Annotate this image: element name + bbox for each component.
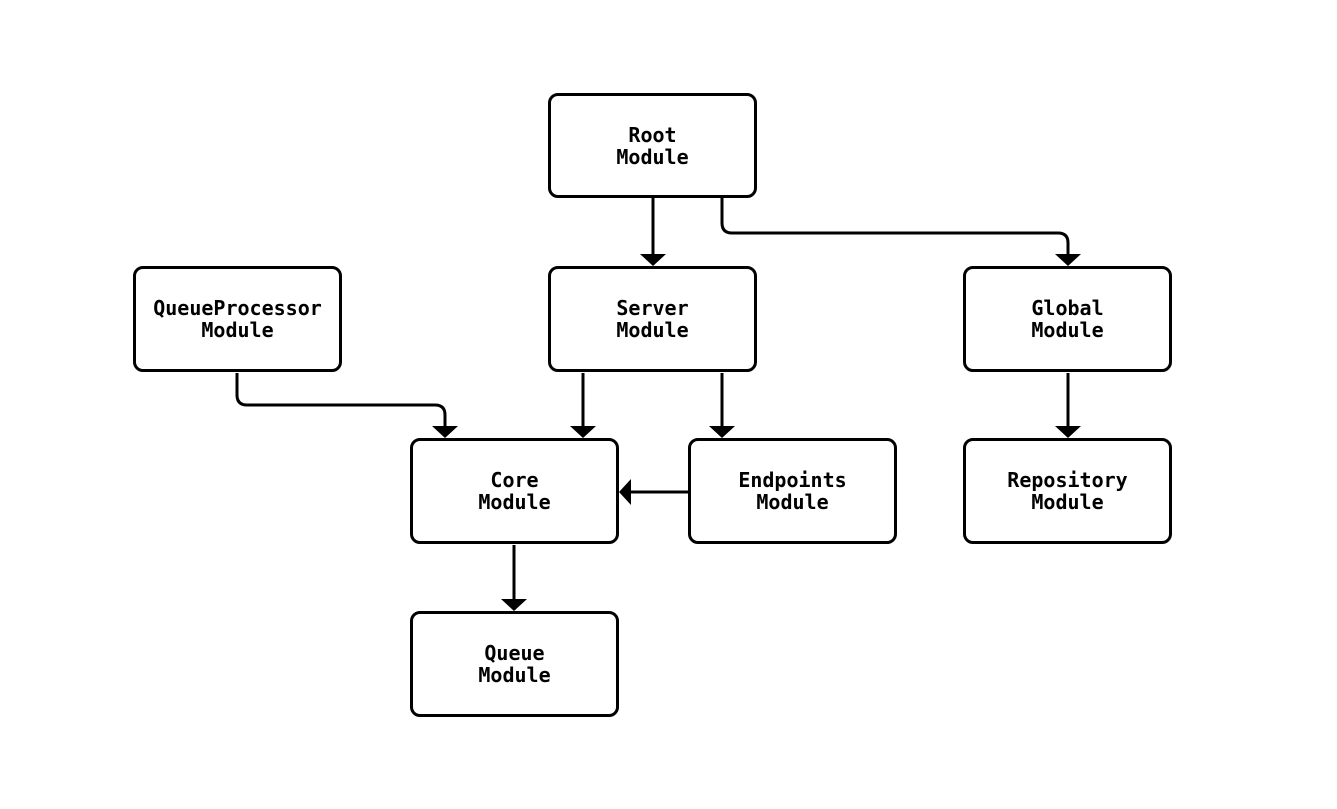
node-server-module-label: Server Module xyxy=(616,296,689,342)
node-root-module: Root Module xyxy=(548,93,757,198)
edge-root-to-global xyxy=(720,198,1081,266)
edge-server-to-endpoints xyxy=(709,373,735,438)
edge-root-to-server xyxy=(640,198,666,266)
node-repository-module-label: Repository Module xyxy=(1007,468,1128,514)
edge-endpoints-to-core xyxy=(619,479,688,505)
node-core-module: Core Module xyxy=(410,438,619,544)
node-root-module-label: Root Module xyxy=(616,122,689,169)
node-endpoints-module: Endpoints Module xyxy=(688,438,897,544)
edge-core-to-queue xyxy=(501,545,527,611)
node-queueprocessor-module: QueueProcessor Module xyxy=(133,266,342,372)
node-global-module-label: Global Module xyxy=(1031,296,1104,342)
node-queue-module-label: Queue Module xyxy=(478,641,551,687)
node-core-module-label: Core Module xyxy=(478,468,551,514)
edge-server-to-core xyxy=(570,373,596,438)
edge-queueprocessor-to-core xyxy=(235,373,458,438)
node-queueprocessor-module-label: QueueProcessor Module xyxy=(153,296,322,342)
node-server-module: Server Module xyxy=(548,266,757,372)
node-endpoints-module-label: Endpoints Module xyxy=(738,468,847,514)
node-global-module: Global Module xyxy=(963,266,1172,372)
node-queue-module: Queue Module xyxy=(410,611,619,717)
edge-global-to-repository xyxy=(1055,373,1081,438)
node-repository-module: Repository Module xyxy=(963,438,1172,544)
